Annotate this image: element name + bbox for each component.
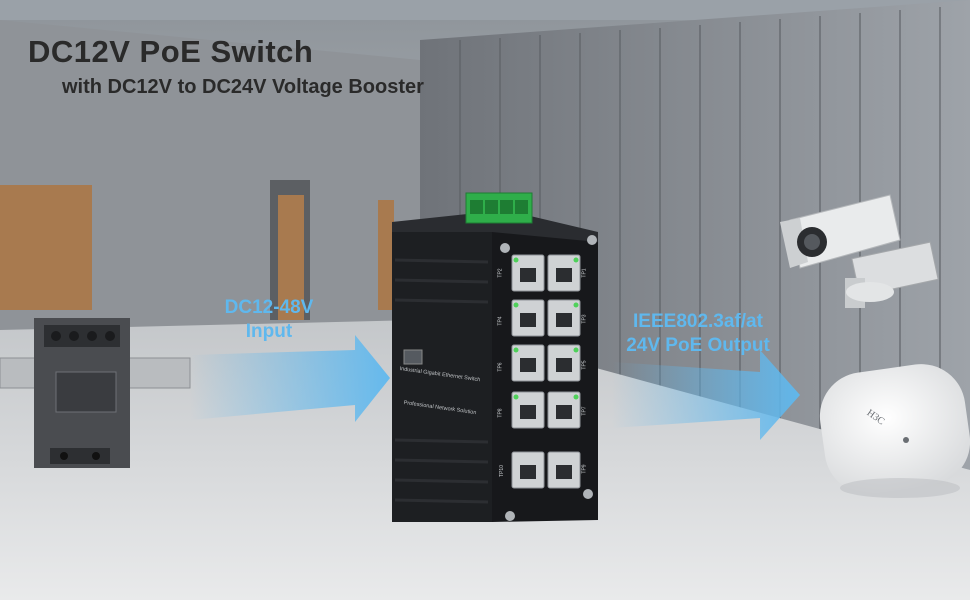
port-label-right-2: TP3 (581, 314, 588, 324)
port-label-right-4: TP7 (581, 406, 588, 416)
output-label-line2: 24V PoE Output (626, 335, 770, 356)
left-building (0, 20, 420, 330)
cctv-camera (780, 194, 939, 308)
output-label: IEEE802.3af/at 24V PoE Output (598, 310, 798, 358)
port-label-left-3: TP6 (497, 362, 504, 372)
wood-panel-mid (378, 200, 394, 310)
input-label-line2: Input (245, 321, 293, 342)
port-label-right-3: TP5 (581, 360, 588, 370)
console-port (403, 349, 423, 365)
port-label-left-5: TP10 (498, 465, 505, 477)
input-label-line1: DC12-48V (224, 297, 314, 318)
port-label-left-2: TP4 (497, 316, 504, 326)
port-label-left-1: TP2 (497, 268, 504, 278)
port-label-left-4: TP8 (497, 408, 504, 418)
page-title: DC12V PoE Switch (28, 34, 314, 69)
power-supply (0, 318, 191, 468)
wood-door (278, 195, 304, 320)
port-label-right-1: TP1 (581, 268, 588, 278)
sky-strip (0, 0, 970, 20)
access-point (819, 364, 970, 498)
poe-switch (392, 192, 598, 522)
input-label: DC12-48V Input (204, 296, 334, 344)
port-label-right-5: TP9 (581, 464, 588, 474)
wood-panel-left (0, 185, 92, 310)
output-label-line1: IEEE802.3af/at (633, 311, 763, 332)
input-arrow (190, 335, 390, 422)
heat-fins (394, 258, 489, 504)
page-subtitle: with DC12V to DC24V Voltage Booster (62, 76, 424, 98)
output-arrow (612, 350, 800, 440)
